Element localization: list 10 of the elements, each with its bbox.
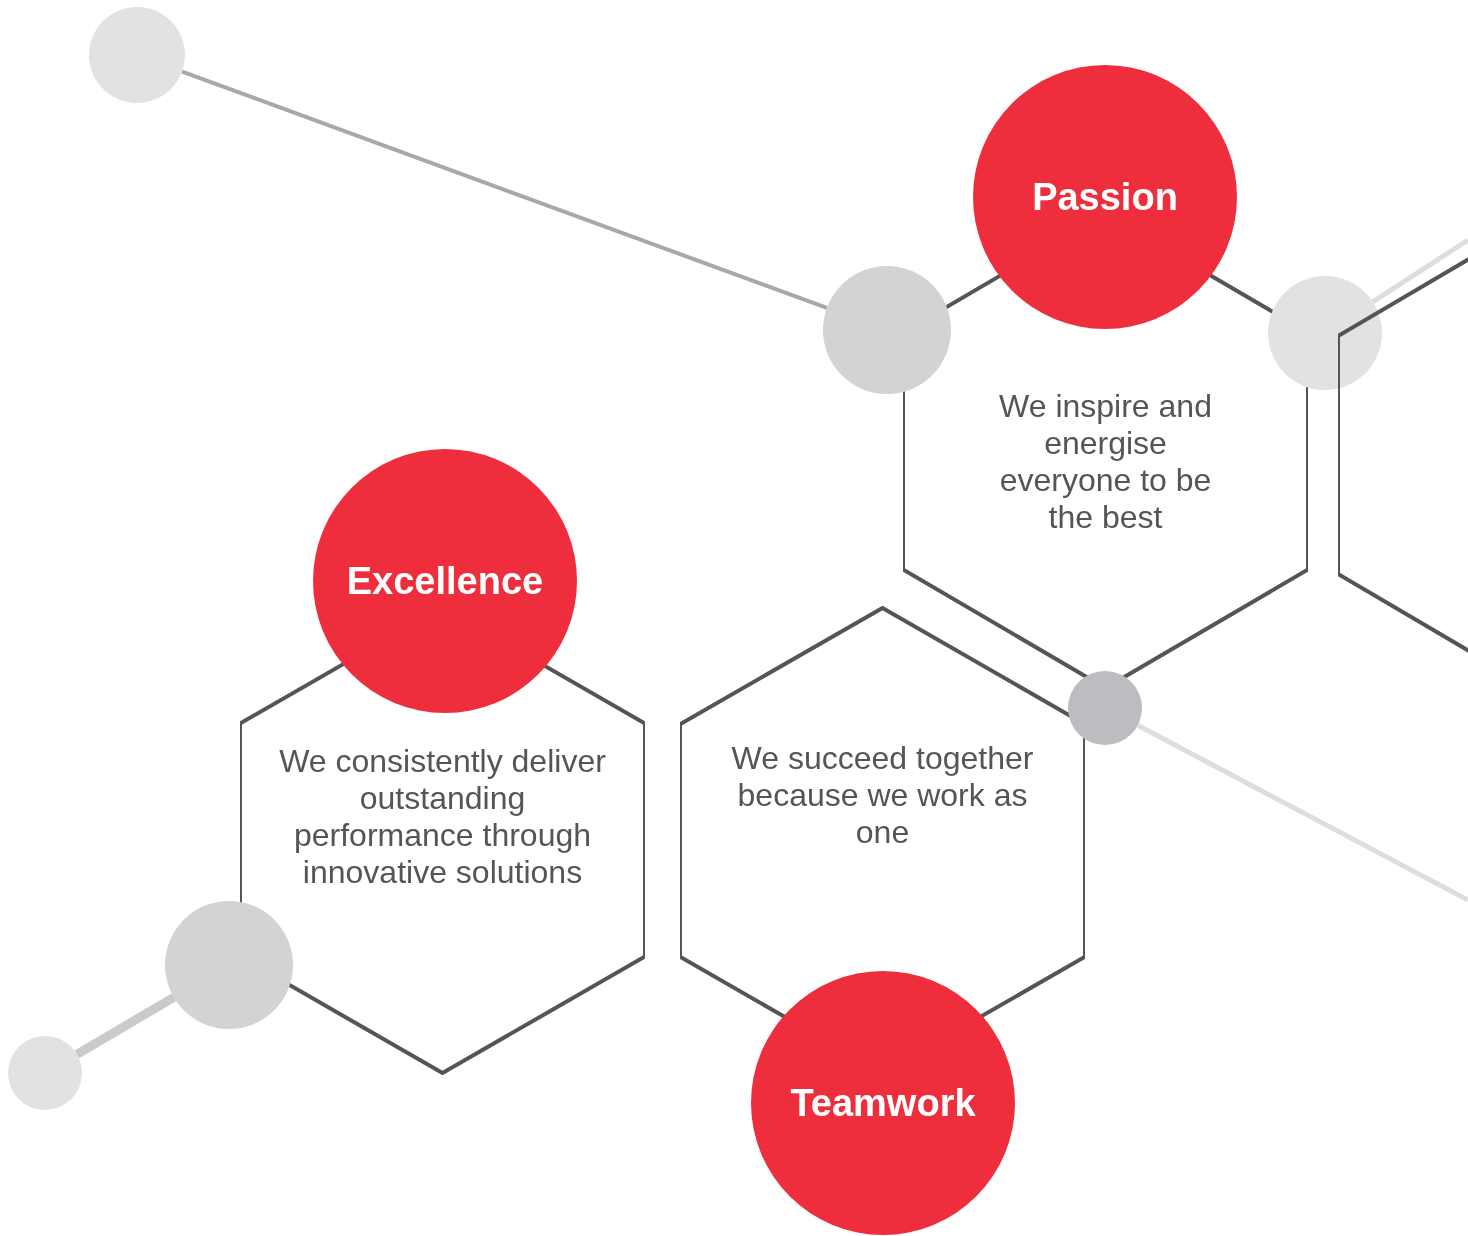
connector-line — [181, 69, 828, 310]
connector-line — [1136, 723, 1468, 903]
value-description: We succeed together because we work as one — [730, 740, 1035, 851]
value-description: We inspire and energise everyone to be the best — [998, 388, 1213, 536]
value-heading: Excellence — [346, 559, 544, 603]
value-heading: Teamwork — [790, 1081, 976, 1125]
connector-line — [1371, 237, 1468, 304]
value-description: We consistently deliver outstanding performance through innovative solutions — [278, 743, 607, 891]
connector-line — [74, 993, 177, 1059]
value-heading: Passion — [1032, 175, 1178, 219]
